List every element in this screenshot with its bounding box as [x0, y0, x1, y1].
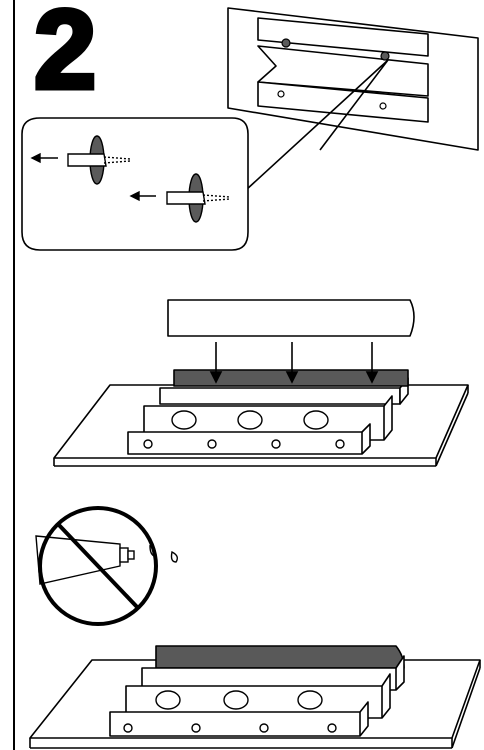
callout-line: [245, 59, 389, 191]
rail-back: [159, 387, 401, 405]
rail-hole: [380, 51, 390, 61]
no-glue-icon: [38, 506, 158, 626]
rail-hole: [327, 723, 337, 733]
rail-hole: [259, 723, 269, 733]
panel-press-strip: [53, 299, 469, 467]
rail-hole: [155, 690, 181, 710]
rail-hole: [207, 439, 217, 449]
rail-hole: [379, 102, 387, 110]
rail-hole: [271, 439, 281, 449]
rail-hole: [237, 410, 263, 430]
dark-strip: [155, 645, 405, 669]
middle-rail: [257, 45, 429, 97]
plug-removal-2: [129, 173, 231, 223]
rail-hole: [335, 439, 345, 449]
rail-hole: [281, 38, 291, 48]
top-rail: [257, 17, 429, 57]
rail-hole: [303, 410, 329, 430]
rail-hole: [297, 690, 323, 710]
rail-hole: [143, 439, 153, 449]
pressing-block: [167, 299, 415, 337]
panel-remove-plugs: [21, 7, 479, 251]
step-number: 2: [31, 0, 98, 112]
rail-hole: [171, 410, 197, 430]
rail-hole: [191, 723, 201, 733]
plug-removal-1: [30, 135, 131, 185]
left-margin-rule: [13, 0, 15, 750]
callout-bubble: [21, 117, 249, 251]
rail-hole: [277, 90, 285, 98]
rail-hole: [123, 723, 133, 733]
rail-hole: [223, 690, 249, 710]
panel-no-glue: [29, 506, 481, 749]
